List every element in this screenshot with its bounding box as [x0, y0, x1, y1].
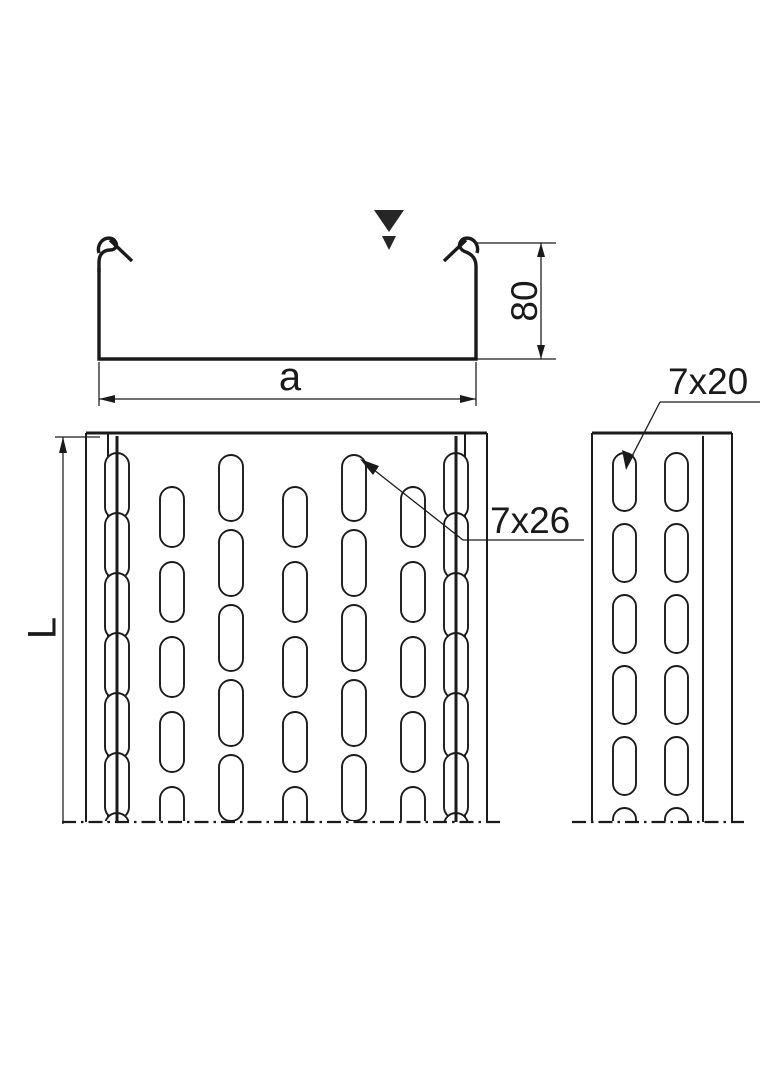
- length-arrow-up: [59, 437, 67, 453]
- width-dimension-label: a: [279, 355, 302, 399]
- slot: [400, 561, 426, 623]
- cross-section-view: 80 a: [96, 210, 556, 406]
- side-slot-column-left: [612, 452, 637, 821]
- right-hook-tip: [442, 238, 468, 263]
- slot: [282, 636, 308, 698]
- height-arrow-down: [537, 345, 545, 359]
- callout-7x20-leader-line: [627, 401, 661, 465]
- side-slot-column-right: [664, 452, 689, 821]
- slot: [400, 636, 426, 698]
- slot: [218, 604, 244, 672]
- slot: [612, 736, 637, 796]
- top-view-slot-field: [104, 452, 469, 821]
- slot: [159, 486, 185, 548]
- side-view: 7x20: [572, 361, 760, 824]
- left-hook-tip: [108, 238, 134, 263]
- slot: [664, 523, 689, 583]
- slot: [664, 807, 689, 821]
- slot: [159, 561, 185, 623]
- length-dimension-label: L: [21, 617, 65, 639]
- slot: [218, 529, 244, 597]
- slot: [400, 711, 426, 773]
- slot: [282, 786, 308, 821]
- slot: [341, 529, 367, 597]
- slot: [341, 679, 367, 747]
- callout-7x20: 7x20: [622, 361, 760, 470]
- slot: [218, 454, 244, 522]
- slot-column-d: [282, 486, 308, 821]
- slot: [612, 665, 637, 725]
- surface-finish-triangle-icon: [374, 210, 404, 250]
- slot: [612, 807, 637, 821]
- slot: [341, 754, 367, 821]
- slot-column-c: [218, 454, 244, 821]
- slot: [612, 523, 637, 583]
- height-dimension-label: 80: [504, 280, 545, 321]
- left-hook-lip: [96, 236, 119, 272]
- slot-7x26-callout-target: [341, 454, 367, 522]
- height-arrow-up: [537, 243, 545, 257]
- slot-column-b: [159, 486, 185, 821]
- slot-column-e: [341, 454, 367, 821]
- slot: [159, 786, 185, 821]
- length-dimension-group: L: [21, 436, 100, 824]
- slot: [159, 711, 185, 773]
- slot: [159, 636, 185, 698]
- top-view: L 7x26: [21, 431, 584, 824]
- width-dimension-group: a: [98, 355, 477, 406]
- width-arrow-left: [99, 395, 115, 403]
- slot: [612, 594, 637, 654]
- slot: [282, 561, 308, 623]
- slot: [282, 486, 308, 548]
- height-dimension-group: 80: [476, 242, 556, 360]
- slot: [664, 594, 689, 654]
- callout-7x26-label: 7x26: [490, 500, 570, 541]
- width-arrow-right: [460, 395, 476, 403]
- slot: [341, 604, 367, 672]
- section-body-profile: [97, 268, 478, 361]
- slot: [218, 754, 244, 821]
- slot: [400, 486, 426, 548]
- slot-column-f: [400, 486, 426, 821]
- callout-7x26-leader-line: [363, 461, 464, 541]
- slot: [664, 665, 689, 725]
- callout-7x26-arrowhead: [360, 459, 379, 475]
- slot: [664, 736, 689, 796]
- callout-7x20-arrowhead: [622, 450, 634, 470]
- side-view-slot-field: [612, 452, 689, 821]
- slot: [664, 452, 689, 512]
- callout-7x20-label: 7x20: [668, 361, 748, 402]
- slot: [400, 786, 426, 821]
- callout-7x26: 7x26: [360, 459, 584, 541]
- slot: [282, 711, 308, 773]
- right-hook-lip: [457, 236, 480, 277]
- slot: [218, 679, 244, 747]
